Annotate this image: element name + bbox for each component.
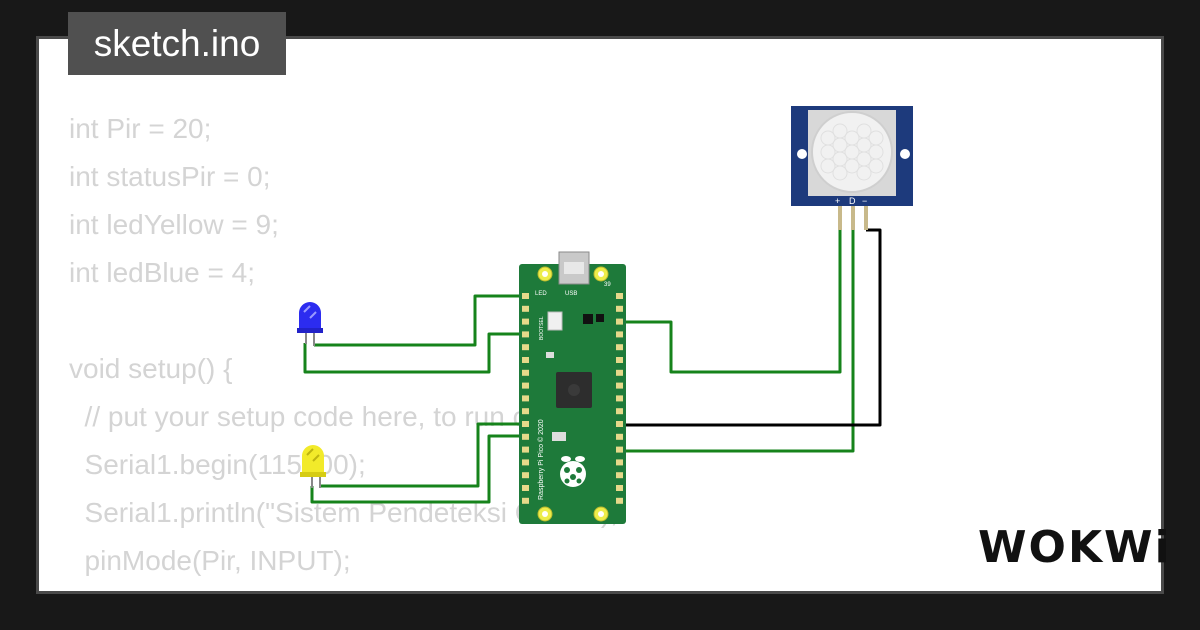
pin[interactable]	[616, 497, 623, 504]
pin[interactable]	[616, 382, 623, 389]
pin[interactable]	[522, 433, 529, 440]
silk-pico-label: Raspberry Pi Pico © 2020	[537, 419, 545, 500]
fresnel-dome-icon	[811, 111, 893, 193]
pir-data-label: D	[849, 196, 856, 206]
code-line: pinMode(Pir, INPUT);	[69, 545, 351, 576]
pin[interactable]	[522, 293, 529, 299]
code-line: int ledYellow = 9;	[69, 209, 279, 240]
wokwi-logo: WOKWi	[978, 522, 1172, 573]
mounting-hole-icon	[797, 149, 807, 159]
pin[interactable]	[616, 357, 623, 363]
pin[interactable]	[616, 305, 623, 312]
raspberry-logo-icon	[560, 456, 586, 487]
pin[interactable]	[522, 408, 529, 415]
pin[interactable]	[522, 395, 529, 402]
code-line: void setup() {	[69, 353, 233, 384]
pin[interactable]	[616, 421, 623, 427]
pin[interactable]	[522, 318, 529, 325]
code-line: int Pir = 20;	[69, 113, 212, 144]
file-tab[interactable]: sketch.ino	[68, 12, 286, 75]
code-line: int ledBlue = 4;	[69, 257, 256, 288]
pin[interactable]	[616, 318, 623, 325]
pin[interactable]	[522, 382, 529, 389]
silk-bootsel-label: BOOTSEL	[539, 316, 545, 340]
blue-led[interactable]	[297, 302, 323, 346]
pir-motion-sensor[interactable]: + D −	[791, 106, 913, 230]
pir-plus-label: +	[835, 196, 840, 206]
wire-blue-led-anode[interactable]	[314, 294, 523, 347]
pin[interactable]	[616, 344, 623, 351]
pin[interactable]	[522, 357, 529, 363]
wire-pir-gnd[interactable]	[620, 228, 882, 427]
pin-header-left[interactable]	[522, 293, 529, 504]
pir-pin-plus[interactable]	[838, 206, 842, 230]
pin[interactable]	[522, 446, 529, 453]
mounting-hole-icon	[900, 149, 910, 159]
silk-led-label: LED	[535, 291, 547, 297]
pin[interactable]	[522, 421, 529, 427]
pir-pin-minus[interactable]	[864, 206, 868, 230]
pin[interactable]	[522, 344, 529, 351]
wire-pir-plus[interactable]	[620, 230, 842, 374]
pin[interactable]	[616, 395, 623, 402]
silk-usb-label: USB	[565, 291, 577, 297]
pin[interactable]	[522, 485, 529, 491]
pin[interactable]	[616, 459, 623, 466]
pin[interactable]	[522, 331, 529, 338]
pin[interactable]	[522, 305, 529, 312]
pin[interactable]	[522, 369, 529, 376]
wire-yellow-led-anode[interactable]	[320, 422, 523, 488]
code-line: int statusPir = 0;	[69, 161, 271, 192]
pin[interactable]	[616, 433, 623, 440]
pin[interactable]	[522, 472, 529, 479]
wire-blue-led-cathode[interactable]	[303, 332, 523, 374]
raspberry-pi-pico[interactable]: LED USB 39 BOOTSEL Raspberry Pi Pico © 2…	[519, 251, 626, 524]
wire-yellow-led-cathode[interactable]	[310, 434, 523, 504]
pir-minus-label: −	[862, 196, 867, 206]
bootsel-button[interactable]	[547, 311, 563, 331]
silk-pin-label: 39	[604, 282, 611, 288]
pin[interactable]	[522, 459, 529, 466]
wires	[303, 228, 882, 504]
pin[interactable]	[616, 293, 623, 299]
pin-header-right[interactable]	[616, 293, 623, 504]
pin[interactable]	[616, 472, 623, 479]
wire-pir-data[interactable]	[620, 230, 855, 453]
pin[interactable]	[616, 331, 623, 338]
yellow-led[interactable]	[300, 445, 326, 488]
pin[interactable]	[522, 497, 529, 504]
pin[interactable]	[616, 408, 623, 415]
pir-pin-data[interactable]	[851, 206, 855, 230]
pin[interactable]	[616, 369, 623, 376]
pin[interactable]	[616, 446, 623, 453]
pin[interactable]	[616, 485, 623, 491]
